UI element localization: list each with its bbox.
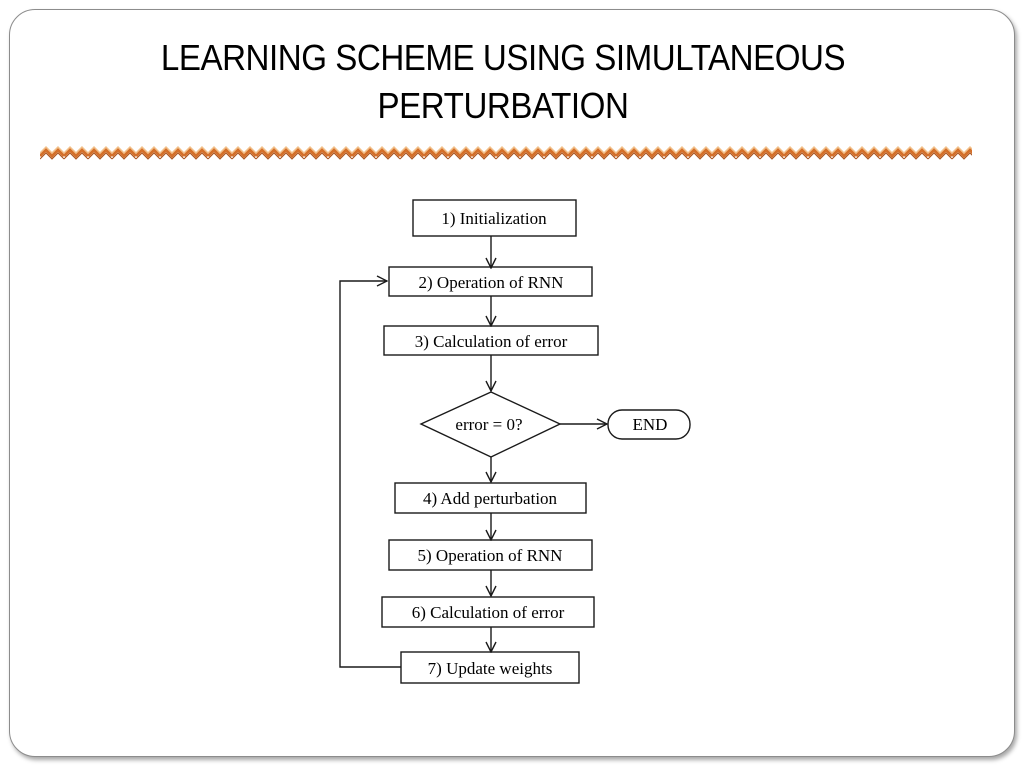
step-6-box [381,596,595,628]
step-4-box [394,482,587,514]
step-5-box [388,539,593,571]
step-4-label: 4) Add perturbation [423,489,558,508]
step-3-box [383,325,599,356]
decision-diamond [419,391,562,458]
step-2-label: 2) Operation of RNN [419,273,564,292]
step-7-label: 7) Update weights [428,659,553,678]
step-1-box [412,199,577,237]
feedback-loop-arrow [339,281,401,668]
slide-frame [9,9,1015,757]
step-1-label: 1) Initialization [441,209,547,228]
decision-label: error = 0? [455,415,522,434]
end-label: END [633,415,668,434]
step-6-label: 6) Calculation of error [412,603,565,622]
step-3-label: 3) Calculation of error [415,332,568,351]
slide-title: LEARNING SCHEME USING SIMULTANEOUS PERTU… [68,34,938,130]
title-line-2: PERTURBATION [377,85,629,126]
end-terminal [607,409,691,440]
step-5-label: 5) Operation of RNN [418,546,563,565]
step-2-box [388,266,593,297]
decorative-divider [40,144,972,162]
title-line-1: LEARNING SCHEME USING SIMULTANEOUS [160,37,846,78]
step-7-box [400,651,580,684]
